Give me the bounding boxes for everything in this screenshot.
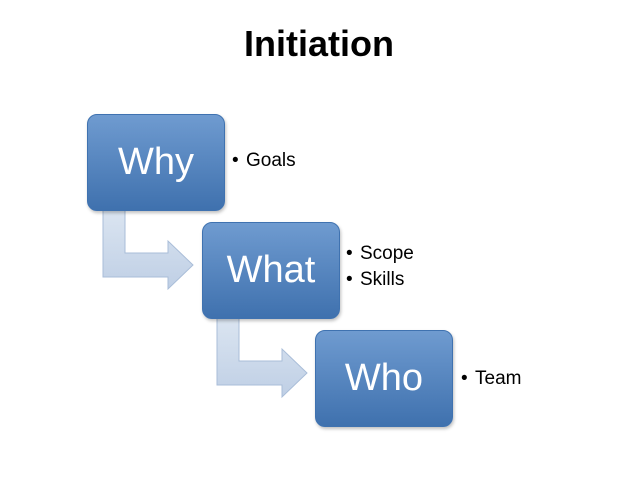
- step-bullets-who: Team: [461, 366, 521, 392]
- bullet-scope: Scope: [346, 241, 414, 267]
- step-bullets-what: Scope Skills: [346, 241, 414, 293]
- slide-title: Initiation: [244, 23, 394, 64]
- step-label-what: What: [226, 249, 316, 291]
- connector-arrow-why-what: [102, 208, 194, 291]
- bullet-team: Team: [461, 366, 521, 392]
- step-box-why: Why: [87, 114, 225, 211]
- step-label-why: Why: [118, 141, 194, 183]
- bullet-skills: Skills: [346, 267, 414, 293]
- step-box-who: Who: [315, 330, 453, 427]
- step-box-what: What: [202, 222, 340, 319]
- step-label-who: Who: [344, 357, 424, 399]
- step-bullets-why: Goals: [232, 148, 296, 174]
- connector-arrow-what-who: [216, 316, 308, 399]
- bullet-goals: Goals: [232, 148, 296, 174]
